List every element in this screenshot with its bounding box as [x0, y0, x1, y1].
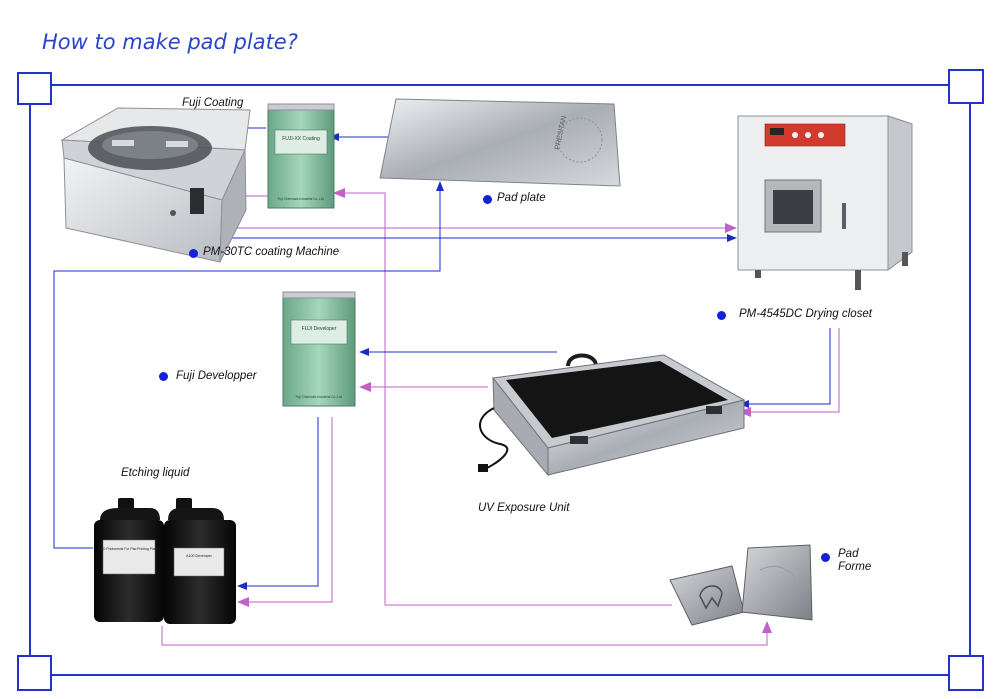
coating-machine-image: [60, 107, 251, 263]
etching-bottle-2-text: A100 Developer: [186, 554, 213, 558]
arrow-return-to-coating: [333, 188, 386, 605]
bullet-coating-machine: [189, 249, 198, 258]
frame-corner-tl: [17, 72, 52, 105]
label-pad-forme-line2: Forme: [838, 561, 872, 573]
developer-can-maker: Fuji Chemicals Industrial Co.,Ltd.: [296, 395, 343, 399]
developer-can-text: FUJI Developer: [302, 326, 337, 332]
label-drying-closet: PM-4545DC Drying closet: [739, 308, 872, 320]
arrow-closet-to-uv-blue: [739, 328, 831, 408]
bullet-pad-plate: [483, 195, 492, 204]
coating-can-maker: Fuji Chemicals Industrial Co.,Ltd.: [278, 197, 325, 201]
drying-closet-image: [737, 115, 913, 290]
arrow-etching-to-forme: [161, 621, 772, 646]
uv-exposure-unit-image: [478, 353, 746, 477]
label-pad-forme-line1: Pad: [838, 548, 859, 560]
fuji-developper-can-image: FUJI Developer Fuji Chemicals Industrial…: [282, 291, 356, 407]
bullet-drying-closet: [717, 311, 726, 320]
bullet-fuji-developper: [159, 372, 168, 381]
pad-plate-image: PRESITAN: [379, 98, 621, 187]
fuji-coating-can-image: FUJI-XX Coating Fuji Chemicals Industria…: [267, 103, 335, 209]
arrow-developper-to-etching-pink: [237, 417, 333, 607]
frame-corner-tr: [948, 69, 984, 104]
frame-corner-br: [948, 655, 984, 691]
frame-corner-bl: [17, 655, 52, 691]
coating-can-text: FUJI-XX Coating: [282, 136, 320, 142]
label-fuji-coating: Fuji Coating: [182, 97, 244, 109]
pad-forme-image: [669, 544, 813, 626]
etching-liquid-image: LED Photoresist For Pad Printing Plates …: [94, 498, 236, 624]
arrow-closet-to-uv-pink: [739, 328, 840, 417]
arrow-etching-to-plate: [53, 181, 444, 549]
etching-bottle-1-text: LED Photoresist For Pad Printing Plates: [99, 547, 160, 551]
flow-arrows: [53, 124, 840, 646]
label-etching-liquid: Etching liquid: [121, 467, 190, 479]
label-fuji-developper: Fuji Developper: [176, 370, 257, 382]
label-coating-machine: PM-30TC coating Machine: [203, 246, 340, 258]
arrow-developper-to-etching-blue: [237, 417, 319, 590]
label-pad-plate: Pad plate: [497, 192, 546, 204]
label-uv-exposure: UV Exposure Unit: [478, 502, 570, 514]
bullet-pad-forme: [821, 553, 830, 562]
page-title: How to make pad plate?: [42, 30, 298, 54]
frame: [17, 69, 984, 691]
